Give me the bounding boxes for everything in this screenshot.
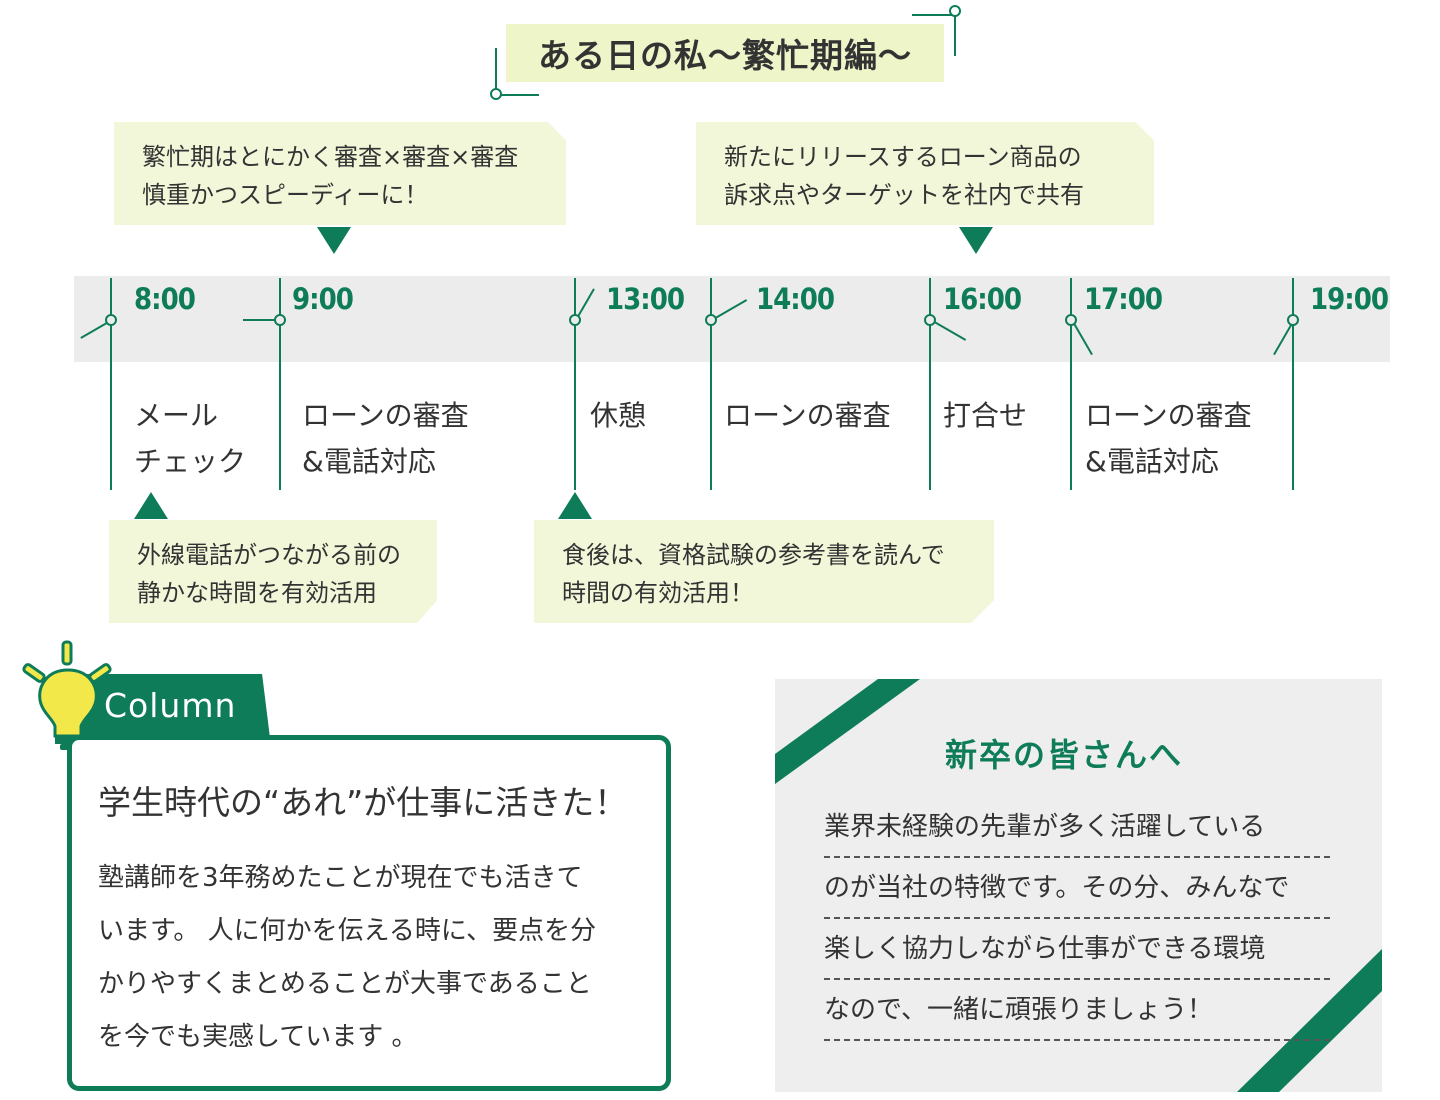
callout-pointer	[959, 227, 993, 254]
callout-pointer	[317, 227, 351, 254]
activity-label: ローンの審査 &電話対応	[1085, 399, 1252, 478]
callout-new-product: 新たにリリースするローン商品の 訴求点やターゲットを社内で共有	[696, 122, 1154, 225]
callout-pointer	[558, 492, 592, 519]
corner-ribbon-decoration	[775, 679, 1382, 1092]
activity-label: 休憩	[590, 399, 647, 432]
callout-busy-season: 繁忙期はとにかく審査×審査×審査 慎重かつスピーディーに！	[114, 122, 566, 225]
message-title: 新卒の皆さんへ	[945, 736, 1184, 774]
column-body: 塾講師を3年務めたことが現在でも活きて います。 人に何かを伝える時に、要点を分…	[98, 863, 597, 1052]
column-label: Column	[104, 686, 237, 725]
column-box	[67, 735, 671, 1091]
time-label: 8:00	[134, 282, 196, 316]
time-label: 19:00	[1310, 282, 1389, 316]
activity-label: メール チェック	[134, 399, 247, 478]
time-label: 13:00	[606, 282, 685, 316]
column-tab	[72, 674, 270, 738]
activity-label: ローンの審査	[724, 399, 891, 432]
message-body: 業界未経験の先輩が多く活躍している のが当社の特徴です。その分、みんなで 楽しく…	[824, 800, 1330, 1044]
column-heading: 学生時代の“あれ”が仕事に活きた！	[98, 783, 628, 822]
activity-label: ローンの審査 &電話対応	[302, 399, 469, 478]
activity-label: 打合せ	[943, 399, 1028, 432]
timeline-band	[74, 276, 1390, 362]
message-box	[775, 679, 1382, 1092]
time-label: 9:00	[292, 282, 354, 316]
time-label: 16:00	[943, 282, 1022, 316]
lightbulb-icon	[22, 640, 112, 750]
time-label: 14:00	[756, 282, 835, 316]
time-label: 17:00	[1084, 282, 1163, 316]
callout-study-time: 食後は、資格試験の参考書を読んで 時間の有効活用！	[534, 520, 994, 623]
page-heading: ある日の私～繁忙期編～	[506, 24, 944, 82]
callout-pointer	[134, 492, 168, 519]
callout-quiet-time: 外線電話がつながる前の 静かな時間を有効活用	[109, 520, 437, 623]
